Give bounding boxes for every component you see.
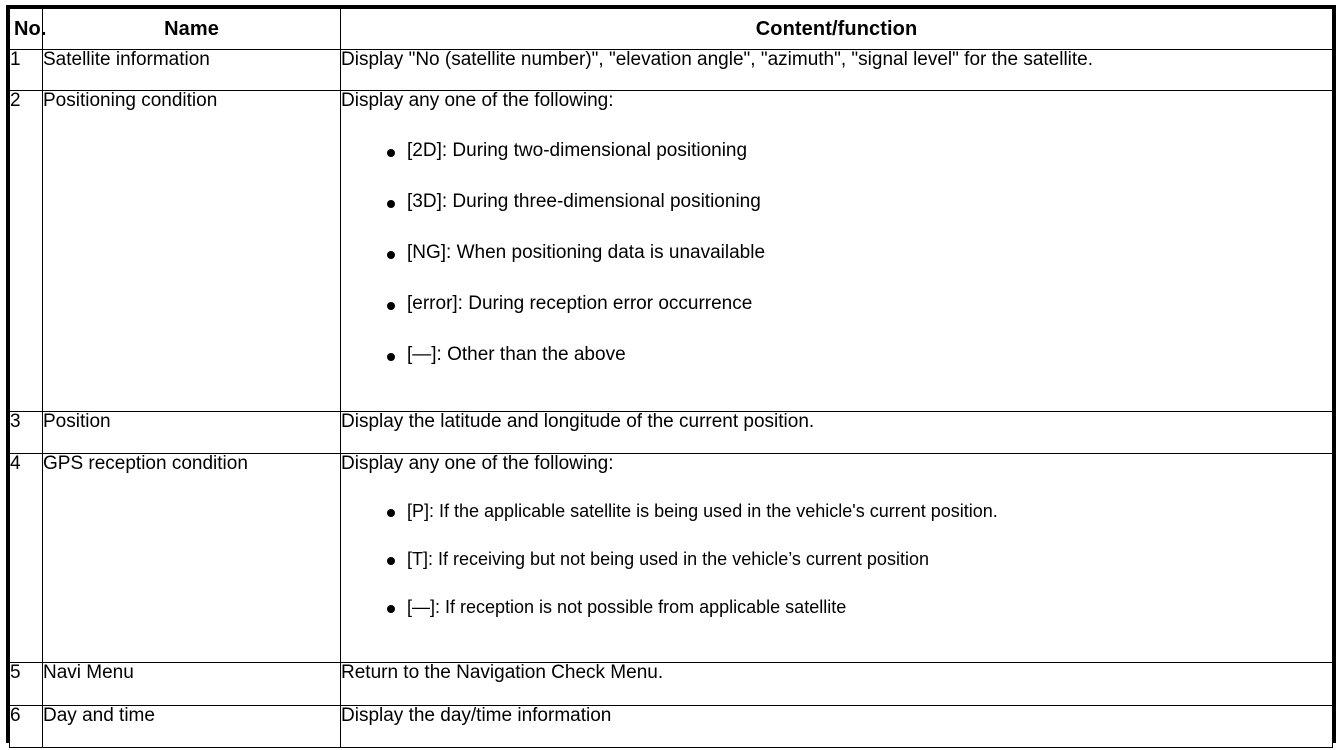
bullet-dot-icon: [387, 508, 395, 517]
spec-table: No. Name Content/function 1 Satellite in…: [9, 8, 1333, 748]
list-item: [—]: Other than the above: [341, 343, 1332, 366]
table-row: 1 Satellite information Display "No (sat…: [9, 49, 1333, 91]
column-header-content: Content/function: [340, 8, 1333, 50]
table-row: 4 GPS reception condition Display any on…: [9, 453, 1333, 663]
row-number: 4: [9, 453, 43, 663]
bullet-dot-icon: [387, 604, 395, 613]
list-item-label: [T]: If receiving but not being used in …: [407, 548, 929, 569]
column-header-no: No.: [9, 8, 46, 50]
bullet-dot-icon: [387, 148, 395, 157]
table-body: 1 Satellite information Display "No (sat…: [9, 49, 1333, 748]
list-item-label: [NG]: When positioning data is unavailab…: [407, 241, 766, 263]
content-lead-text: Return to the Navigation Check Menu.: [341, 662, 664, 683]
list-item-label: [3D]: During three-dimensional positioni…: [407, 190, 761, 212]
content-lead-text: Display the day/time information: [341, 705, 612, 726]
row-number: 5: [9, 662, 43, 706]
table-row: 3 Position Display the latitude and long…: [9, 411, 1333, 454]
bullet-dot-icon: [387, 250, 395, 259]
row-content: Display the day/time information: [340, 705, 1333, 748]
row-content: Display "No (satellite number)", "elevat…: [340, 49, 1333, 91]
row-name: GPS reception condition: [42, 453, 341, 663]
row-name: Positioning condition: [42, 90, 341, 412]
row-content: Display any one of the following: [P]: I…: [340, 453, 1333, 663]
content-bullet-list: [P]: If the applicable satellite is bein…: [341, 500, 1332, 618]
bullet-dot-icon: [387, 556, 395, 565]
header-row: No. Name Content/function: [9, 8, 1333, 50]
row-number: 2: [9, 90, 43, 412]
list-item-label: [2D]: During two-dimensional positioning: [407, 139, 748, 161]
list-item: [NG]: When positioning data is unavailab…: [341, 241, 1332, 264]
content-lead-text: Display any one of the following:: [341, 90, 614, 111]
list-item-label: [—]: If reception is not possible from a…: [407, 596, 847, 617]
row-name: Satellite information: [42, 49, 341, 91]
row-content: Display any one of the following: [2D]: …: [340, 90, 1333, 412]
bullet-dot-icon: [387, 199, 395, 208]
list-item: [2D]: During two-dimensional positioning: [341, 139, 1332, 162]
row-content: Return to the Navigation Check Menu.: [340, 662, 1333, 706]
table-row: 5 Navi Menu Return to the Navigation Che…: [9, 662, 1333, 706]
list-item-label: [—]: Other than the above: [407, 343, 626, 365]
row-number: 3: [9, 411, 43, 454]
content-lead-text: Display the latitude and longitude of th…: [341, 411, 815, 432]
list-item: [3D]: During three-dimensional positioni…: [341, 190, 1332, 213]
table-header: No. Name Content/function: [9, 8, 1333, 50]
column-header-name: Name: [42, 8, 341, 50]
table-row: 2 Positioning condition Display any one …: [9, 90, 1333, 412]
content-bullet-list: [2D]: During two-dimensional positioning…: [341, 139, 1332, 366]
row-number: 6: [9, 705, 43, 748]
list-item-label: [P]: If the applicable satellite is bein…: [407, 500, 998, 521]
row-content: Display the latitude and longitude of th…: [340, 411, 1333, 454]
spec-table-container: No. Name Content/function 1 Satellite in…: [6, 5, 1336, 748]
bullet-dot-icon: [387, 301, 395, 310]
row-name: Navi Menu: [42, 662, 341, 706]
content-lead-text: Display any one of the following:: [341, 453, 614, 474]
content-lead-text: Display "No (satellite number)", "elevat…: [341, 49, 1094, 70]
row-name: Position: [42, 411, 341, 454]
list-item: [T]: If receiving but not being used in …: [341, 548, 1332, 570]
list-item: [error]: During reception error occurren…: [341, 292, 1332, 315]
row-number: 1: [9, 49, 43, 91]
bullet-dot-icon: [387, 352, 395, 361]
list-item: [—]: If reception is not possible from a…: [341, 596, 1332, 618]
list-item-label: [error]: During reception error occurren…: [407, 292, 753, 314]
list-item: [P]: If the applicable satellite is bein…: [341, 500, 1332, 522]
table-row: 6 Day and time Display the day/time info…: [9, 705, 1333, 748]
row-name: Day and time: [42, 705, 341, 748]
